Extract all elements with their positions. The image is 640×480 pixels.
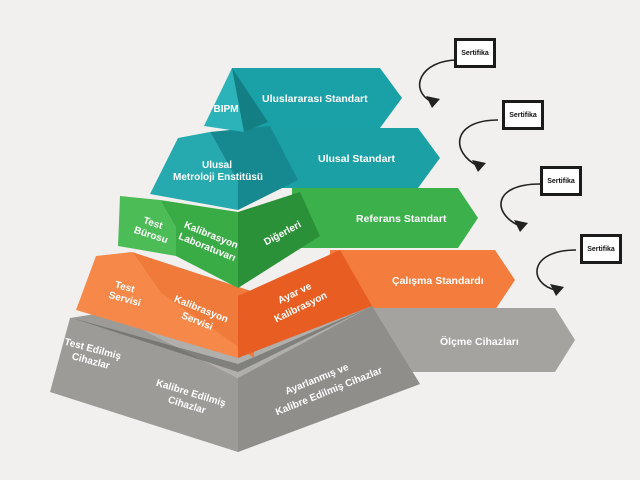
certificate-box-4: Sertifika [580,234,622,264]
feedback-arrowheads [426,96,564,296]
level2-right-face [210,126,298,210]
level2-left-face [150,132,238,210]
curved-arrow-3 [500,183,541,227]
level1-right-face [232,68,268,132]
arrowhead-3 [514,220,528,232]
level2-front-line2: Metroloji Enstitüsü [173,172,263,183]
arrowhead-2 [472,160,486,172]
certificate-label: Sertifika [587,245,615,253]
level1-left-face [204,68,244,132]
certificate-box-3: Sertifika [540,166,582,196]
level4-front-face [132,252,254,358]
arrow-international-standard [232,68,402,128]
level4-right-face [238,250,372,358]
certificate-label: Sertifika [461,49,489,57]
level4-left-face [76,252,238,358]
feedback-arrows [419,59,577,291]
level3-right-face [238,192,320,288]
level4-left-line1: Test [114,280,137,296]
level5-left-face [50,312,238,452]
arrowhead-4 [550,284,564,296]
level1-front: BIPM [214,104,239,115]
arrow-national-standard [262,128,440,188]
level5-right-face [238,306,420,452]
arrow-working-standard [330,250,515,310]
arrow-label-reference: Referans Standart [356,213,447,225]
level3-left-face [118,196,176,256]
arrow-measuring-devices [370,308,575,372]
level3-front-face [160,200,238,288]
certificate-box-1: Sertifika [454,38,496,68]
curved-arrow-2 [458,119,499,167]
arrowhead-1 [426,96,440,108]
level2-front-line1: Ulusal [202,160,232,171]
curved-arrow-4 [536,249,577,291]
certificate-label: Sertifika [509,111,537,119]
arrow-label-national: Ulusal Standart [318,153,396,165]
arrow-label-measuring: Ölçme Cihazları [440,335,519,348]
arrow-label-working: Çalışma Standardı [392,275,484,287]
certificate-box-2: Sertifika [502,100,544,130]
certificate-label: Sertifika [547,177,575,185]
arrow-label-international: Uluslararası Standart [262,93,368,105]
curved-arrow-1 [419,59,459,103]
arrow-reference-standard [292,188,478,248]
